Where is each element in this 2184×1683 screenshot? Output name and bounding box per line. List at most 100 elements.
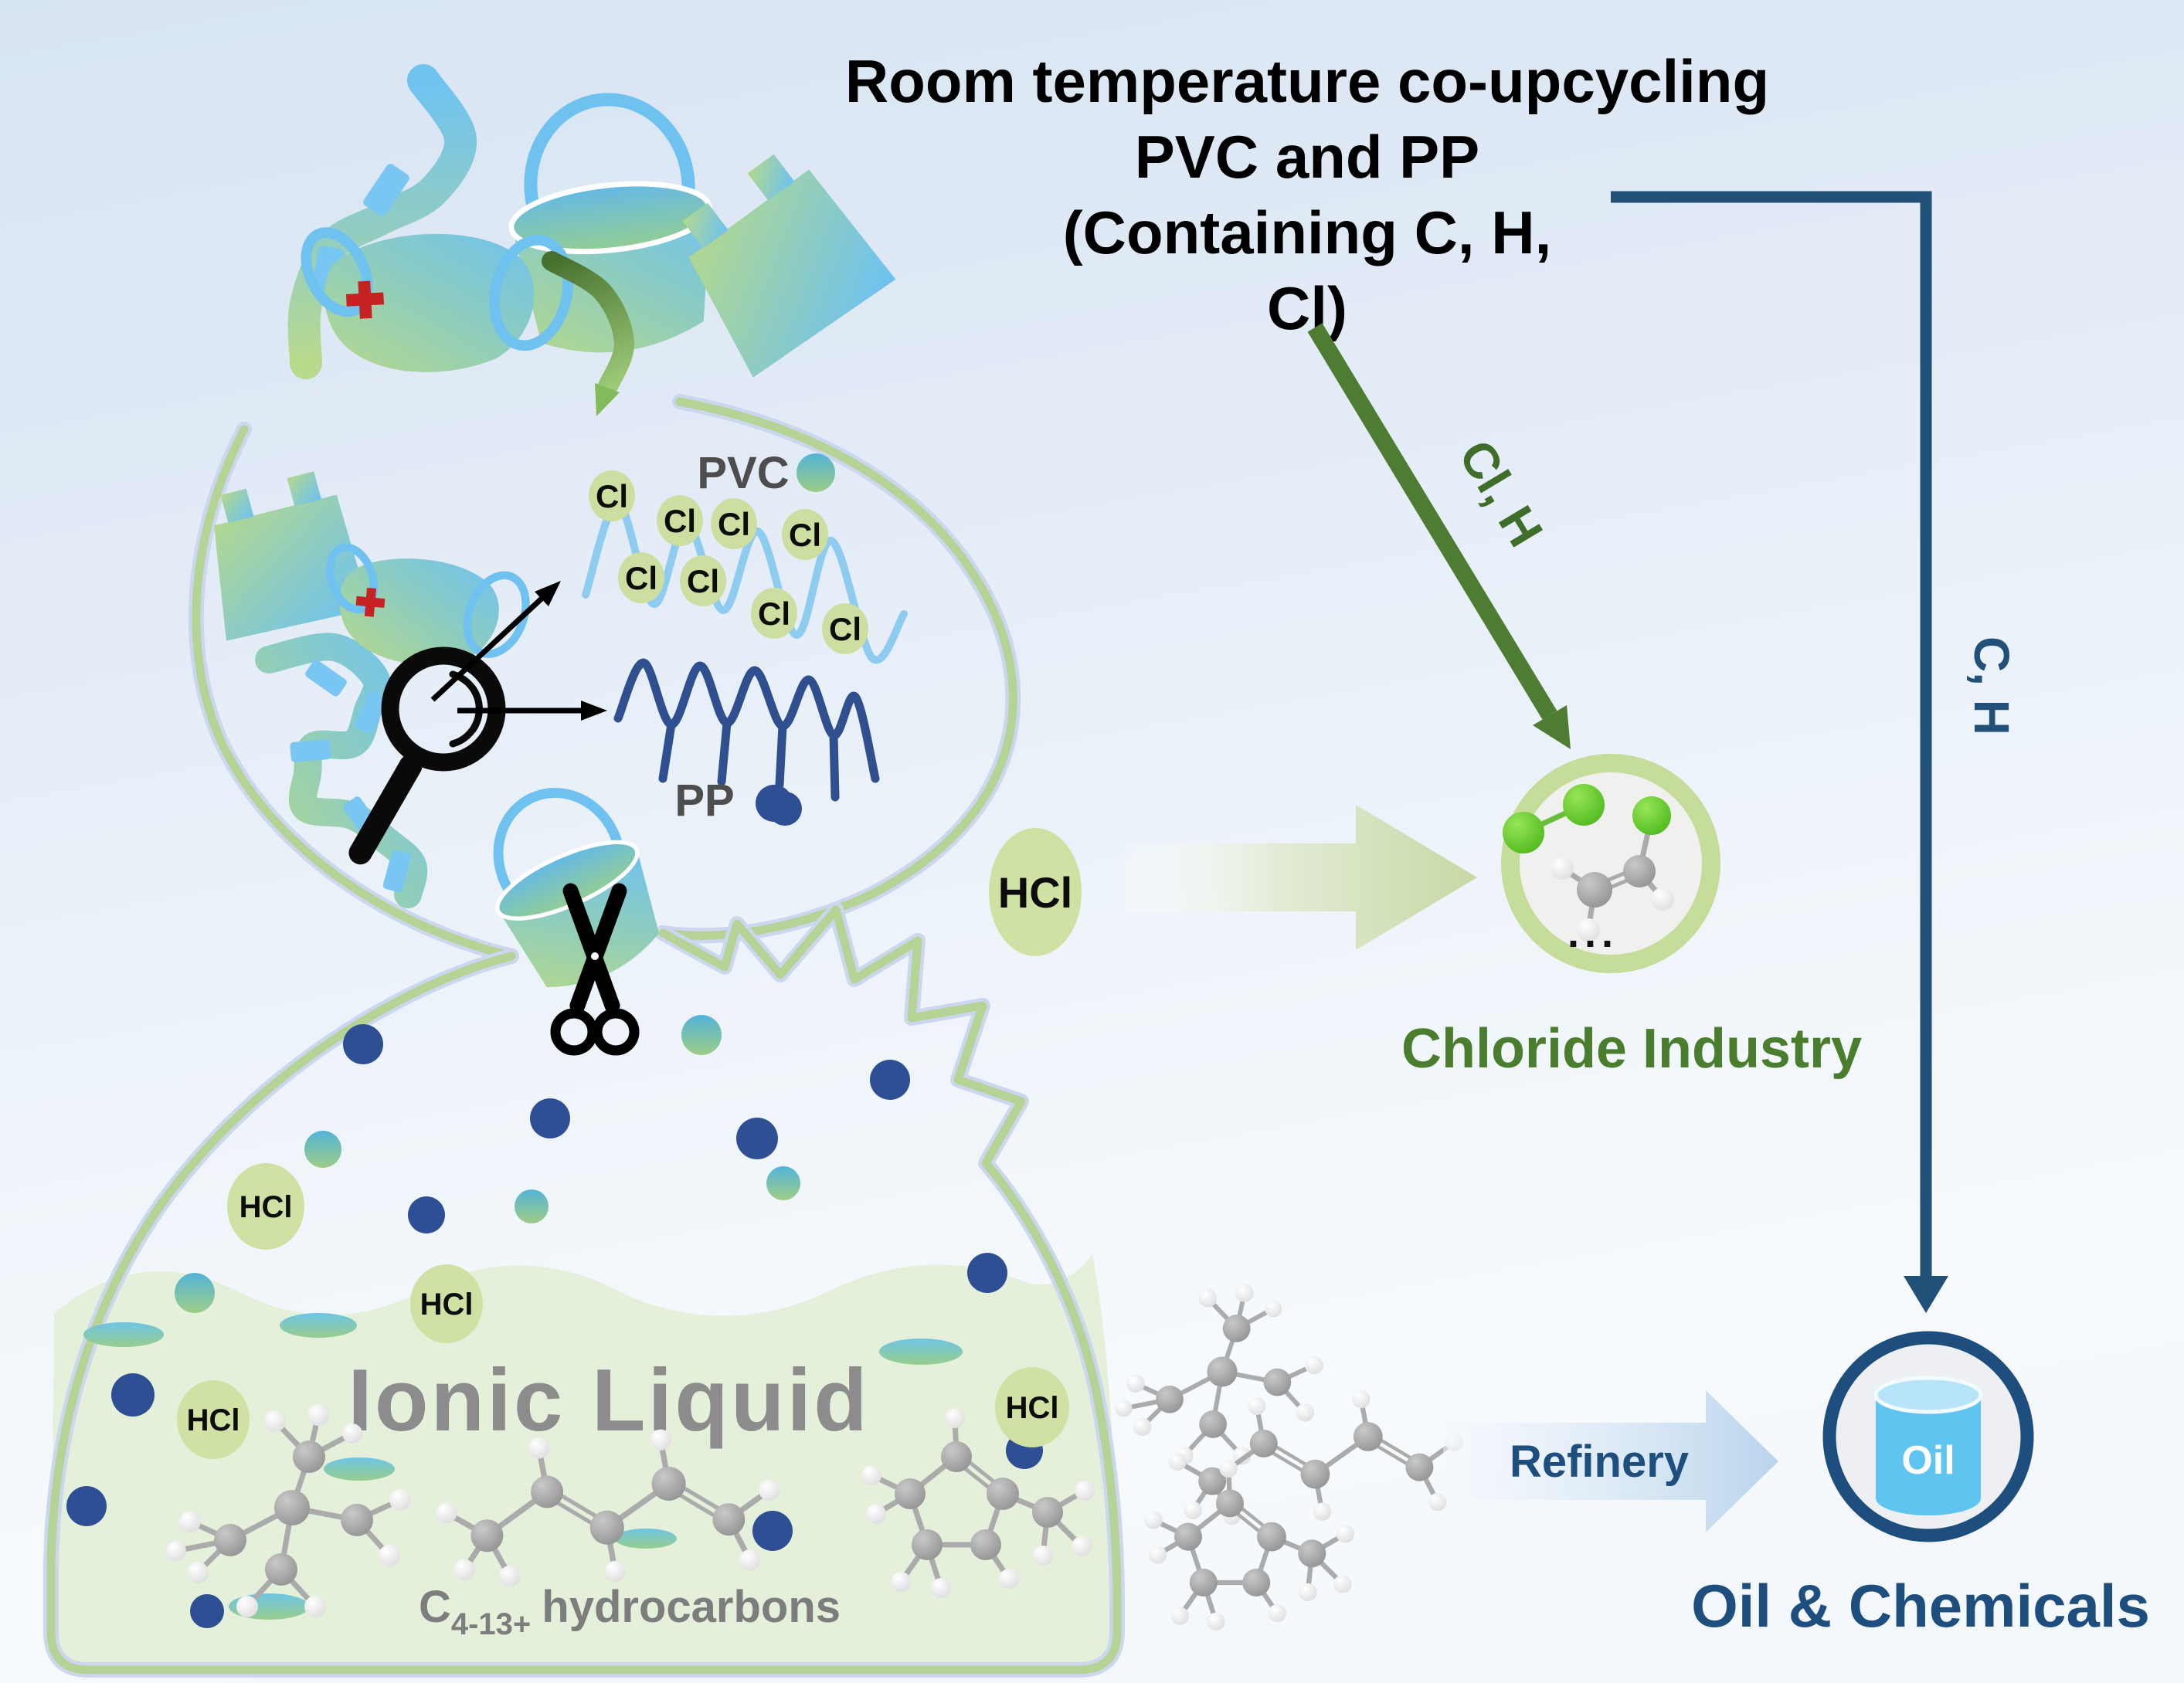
pvc-label: PVC: [697, 448, 789, 498]
hydrogen-atom-icon: [1265, 1300, 1282, 1318]
bulb-contents: [199, 466, 678, 1004]
hydrogen-atom-icon: [759, 1479, 780, 1501]
chlorine-atom-icon: [1563, 784, 1605, 826]
carbon-atom-icon: [1300, 1459, 1330, 1489]
hcl-label: HCl: [239, 1190, 293, 1224]
hydrogen-atom-icon: [179, 1511, 201, 1532]
liquid-lens-icon: [280, 1313, 357, 1338]
hydrogen-atom-icon: [604, 1560, 626, 1583]
hydrogen-atom-icon: [1305, 1356, 1323, 1375]
hydrogen-atom-icon: [866, 1504, 886, 1524]
molecule-branched-alkane-icon: [1115, 1284, 1323, 1465]
ionic-liquid-label: Ionic Liquid: [348, 1352, 870, 1450]
hydrogen-atom-icon: [945, 1408, 965, 1428]
hydrogen-atom-icon: [453, 1559, 475, 1580]
liquid-lens-icon: [879, 1339, 963, 1365]
hydrogen-atom-icon: [1126, 1374, 1145, 1393]
hydrogen-atom-icon: [1072, 1536, 1092, 1556]
liquid-lens-icon: [615, 1529, 677, 1549]
carbon-atom-icon: [970, 1529, 1001, 1560]
carbon-atom-icon: [274, 1490, 310, 1525]
hydrogen-atom-icon: [1207, 1612, 1225, 1631]
hcl-to-industry-arrow: [1124, 805, 1477, 950]
carbon-atom-icon: [895, 1478, 926, 1509]
hydrogen-atom-icon: [1198, 1288, 1218, 1308]
hydrogen-atom-icon: [931, 1578, 951, 1598]
pp-dot-icon: [111, 1373, 155, 1417]
pp-dot-icon: [752, 1511, 793, 1551]
hydrocarbon-molecules: [166, 1284, 1464, 1631]
carbon-atom-icon: [341, 1504, 373, 1536]
waste-pipe-icon: [287, 64, 477, 379]
zoom-arrow-pvc: [430, 581, 561, 702]
hydrogen-atom-icon: [1184, 1501, 1202, 1520]
hydrogen-atom-icon: [187, 1562, 209, 1583]
hydrogen-atom-icon: [236, 1596, 258, 1617]
oil-chemicals-label: Oil & Chemicals: [1691, 1572, 2150, 1640]
carbon-atom-icon: [651, 1466, 686, 1501]
chlorine-atom-icon: [1632, 796, 1671, 835]
hydrocarbons-label: C4-13+hydrocarbons: [419, 1582, 841, 1641]
liquid-lens-icon: [324, 1457, 395, 1481]
title-line: Room temperature co-upcycling: [845, 47, 1769, 115]
hydrogen-atom-icon: [1170, 1607, 1189, 1625]
hcl-bubble: HCl: [177, 1380, 250, 1459]
hcl-label: HCl: [1006, 1391, 1059, 1425]
hydrogen-atom-icon: [436, 1502, 457, 1524]
pp-chain: PP: [613, 658, 880, 826]
cl-substituent-bubble: Cl Cl Cl Cl Cl Cl Cl Cl: [589, 470, 868, 654]
hydrogen-atom-icon: [264, 1410, 286, 1432]
carbon-atom-icon: [1353, 1422, 1383, 1451]
carbon-atom-icon: [1242, 1569, 1271, 1596]
carbon-atom-icon: [941, 1441, 972, 1472]
hydrogen-atom-icon: [1333, 1575, 1352, 1593]
carbon-atom-icon: [1216, 1489, 1244, 1518]
hydrogen-atom-icon: [1168, 1452, 1187, 1471]
carbon-atom-icon: [1405, 1453, 1434, 1481]
carbon-atom-icon: [712, 1503, 746, 1536]
carbon-atom-icon: [1189, 1569, 1218, 1596]
hydrogen-atom-icon: [1075, 1481, 1095, 1501]
pvc-dot-icon: [515, 1189, 549, 1223]
hcl-bubble: HCl: [995, 1367, 1069, 1447]
oil-drum-icon: [1873, 1376, 1983, 1515]
carbon-atom-icon: [214, 1524, 246, 1556]
pp-dot-icon: [408, 1196, 445, 1233]
hcl-bubble: HCl: [410, 1264, 483, 1343]
cl-label: Cl: [596, 478, 628, 514]
refinery-label: Refinery: [1510, 1437, 1689, 1487]
hcl-bubble: HCl: [989, 828, 1082, 956]
hydrogen-atom-icon: [379, 1545, 400, 1566]
hydrogen-atom-icon: [1313, 1502, 1332, 1521]
pp-dot-icon: [768, 792, 802, 826]
hcl-label: HCl: [998, 868, 1072, 917]
hydrogen-atom-icon: [1033, 1546, 1053, 1566]
hydrogen-atom-icon: [1299, 1583, 1317, 1602]
carbon-atom-icon: [1298, 1539, 1326, 1568]
chlorine-molecules: [1503, 784, 1674, 942]
plastic-bag-icon: [658, 134, 900, 378]
pp-dot-icon: [967, 1253, 1007, 1293]
reactor-bulb-outline: [188, 394, 1021, 964]
carbon-atom-icon: [531, 1475, 564, 1508]
hydrogen-atom-icon: [1577, 918, 1600, 942]
molecule-methyl-cyclopentene-icon: [861, 1408, 1095, 1598]
cl-label: Cl: [829, 611, 861, 647]
liquid-lens-icon: [83, 1322, 164, 1347]
hydrogen-atom-icon: [1296, 1403, 1314, 1422]
carbon-atom-icon: [470, 1519, 504, 1552]
carbon-atom-icon: [1032, 1497, 1063, 1528]
hydrogen-atom-icon: [861, 1465, 881, 1485]
hydrogen-atom-icon: [304, 1596, 326, 1617]
ellipsis-label: ...: [1568, 910, 1618, 956]
chlorine-atom-icon: [1503, 812, 1544, 853]
hydrogen-atom-icon: [342, 1423, 362, 1444]
hydrogen-atom-icon: [891, 1572, 911, 1592]
hydrogen-atom-icon: [999, 1569, 1019, 1589]
pp-dot-icon: [870, 1060, 910, 1100]
cl-h-label: Cl, H: [1448, 431, 1554, 556]
hydrogen-atom-icon: [1235, 1284, 1254, 1302]
pvc-dot-icon: [175, 1273, 215, 1313]
hydrogen-atom-icon: [1144, 1511, 1163, 1529]
